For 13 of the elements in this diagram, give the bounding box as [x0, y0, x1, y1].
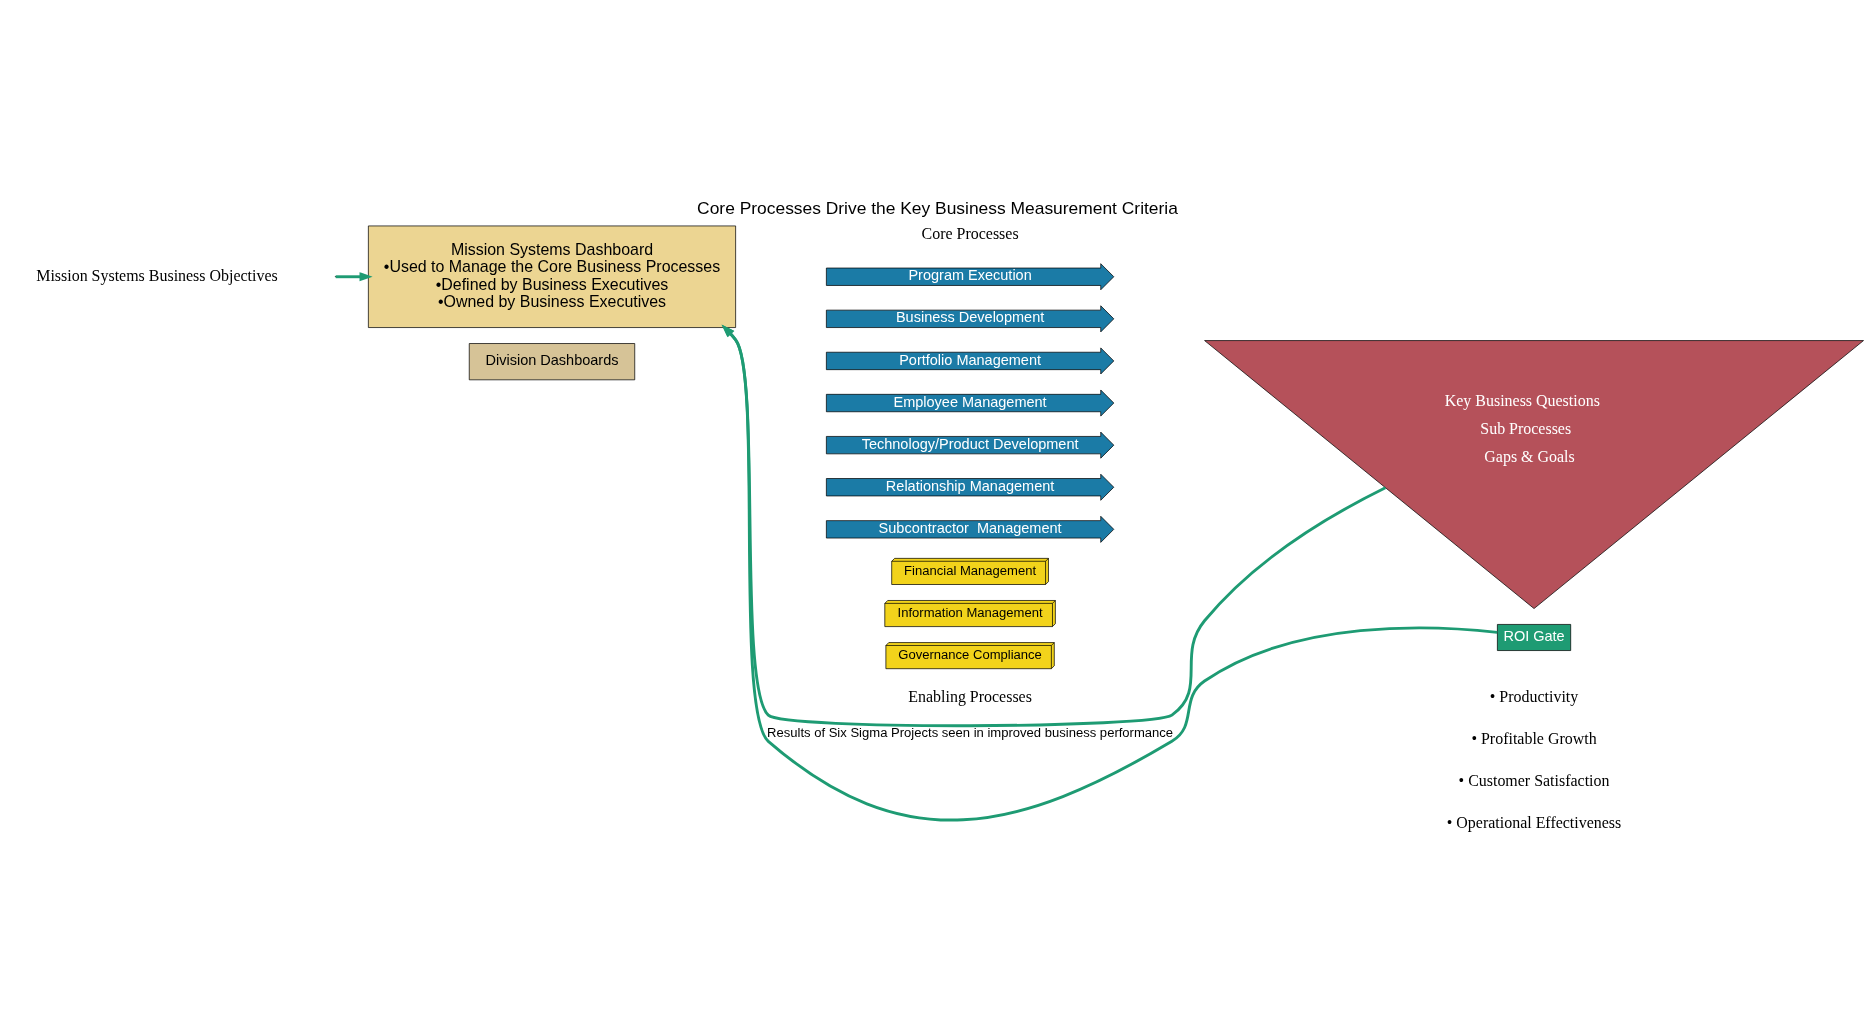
node-box: Division Dashboards — [468, 343, 636, 381]
label: Mission Systems Business Objectives — [36, 266, 278, 284]
node-box: Mission Systems Dashboard •Used to Manage the Core Business Processes •Defined by Business Executives •Owned by Business Executives — [368, 225, 736, 328]
label: • Productivity — [1489, 687, 1579, 705]
label: Core Processes — [921, 224, 1019, 242]
edge-label: Results of Six Sigma Projects seen in improved business performance — [767, 725, 1174, 741]
label: • Operational Effectiveness — [1446, 814, 1622, 832]
label: • Profitable Growth — [1471, 729, 1597, 747]
diagram-title: Core Processes Drive the Key Business Measurement Criteria — [697, 197, 1178, 218]
node-box: ROI Gate — [1497, 624, 1572, 651]
label: • Customer Satisfaction — [1458, 772, 1610, 789]
label: Enabling Processes — [908, 687, 1032, 705]
arrow — [335, 272, 373, 282]
